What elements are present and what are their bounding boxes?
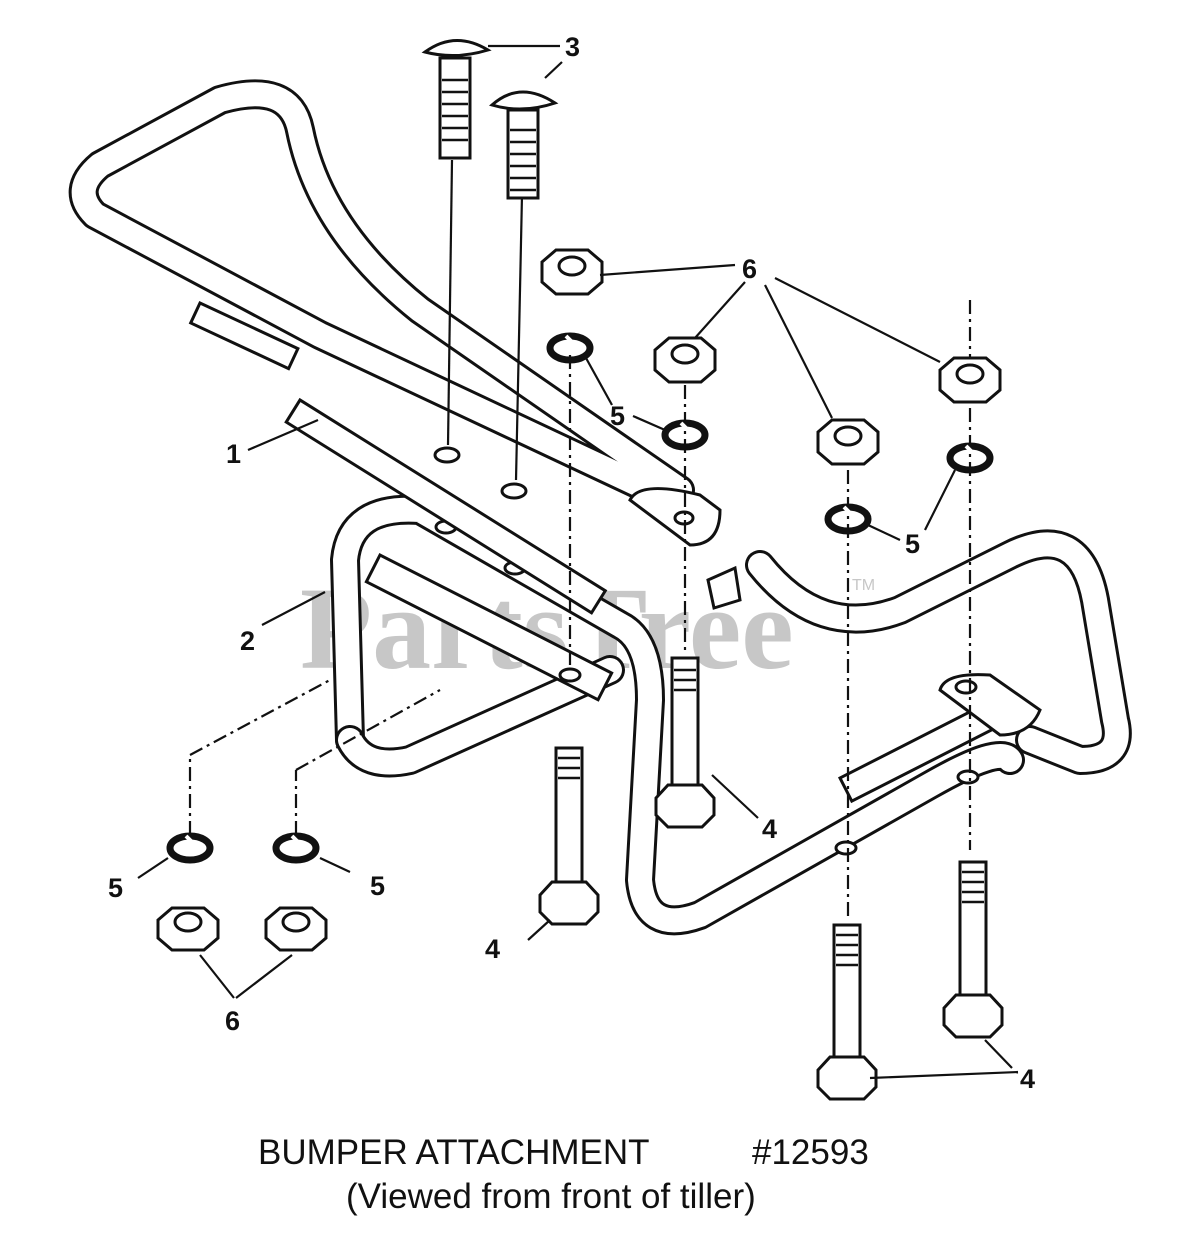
caption-title: BUMPER ATTACHMENT xyxy=(258,1133,650,1172)
lock-washer xyxy=(661,419,709,451)
bumper-bar xyxy=(68,79,1132,775)
callout-2: 2 xyxy=(240,626,255,656)
hex-bolt xyxy=(942,860,1004,1039)
caption-subtitle: (Viewed from front of tiller) xyxy=(346,1177,756,1216)
callouts: 3 6 5 5 1 2 4 4 4 5 5 6 xyxy=(108,32,1035,1094)
hex-nut xyxy=(938,356,1002,404)
hex-nut xyxy=(156,906,220,952)
callout-4: 4 xyxy=(485,934,500,964)
callout-3: 3 xyxy=(565,32,580,62)
hex-nut xyxy=(816,418,880,466)
lock-washer xyxy=(272,832,320,864)
lock-washer xyxy=(546,332,594,364)
hex-nut xyxy=(264,906,328,952)
hex-bolt xyxy=(654,656,716,829)
callout-6: 6 xyxy=(225,1006,240,1036)
bumper-frame xyxy=(330,494,1025,936)
callout-4: 4 xyxy=(762,814,777,844)
carriage-bolts xyxy=(421,39,559,200)
caption-part-number: #12593 xyxy=(752,1133,869,1172)
callout-5: 5 xyxy=(370,871,385,901)
hex-nuts xyxy=(156,248,1002,952)
callout-5: 5 xyxy=(108,873,123,903)
hex-nut xyxy=(540,248,604,296)
callout-1: 1 xyxy=(226,439,241,469)
callout-5: 5 xyxy=(610,401,625,431)
lock-washer xyxy=(824,503,872,535)
hex-bolt xyxy=(538,746,600,926)
callout-4: 4 xyxy=(1020,1064,1035,1094)
lock-washer xyxy=(166,832,214,864)
callout-5: 5 xyxy=(905,529,920,559)
leader-lines xyxy=(137,44,1019,1080)
watermark-trademark: TM xyxy=(852,577,875,594)
lock-washer xyxy=(946,442,994,474)
callout-6: 6 xyxy=(742,254,757,284)
hex-bolt xyxy=(816,923,878,1101)
caption: BUMPER ATTACHMENT #12593 (Viewed from fr… xyxy=(258,1133,869,1216)
hex-nut xyxy=(653,336,717,384)
lock-washers xyxy=(166,332,994,864)
hex-bolts xyxy=(538,656,1004,1101)
